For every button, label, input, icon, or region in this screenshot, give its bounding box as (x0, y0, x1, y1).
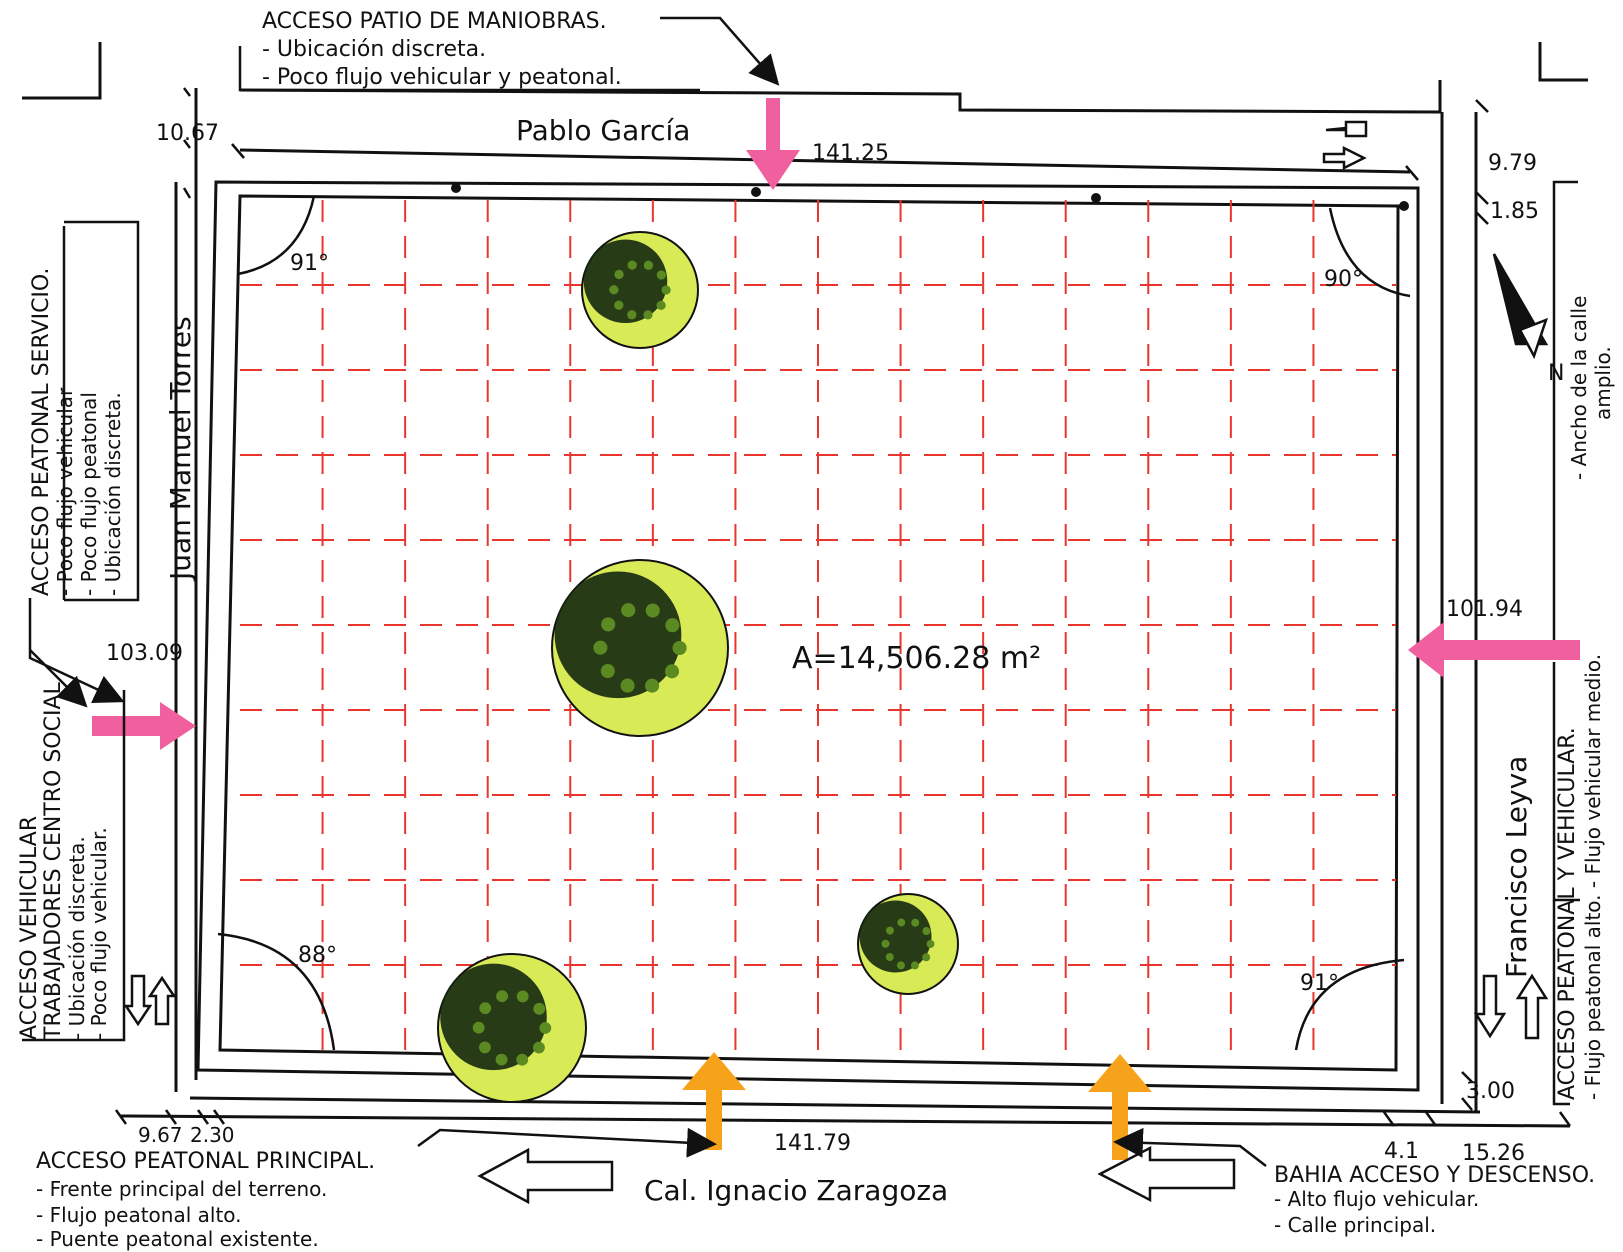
corner-angle-arcs (217, 195, 1411, 1051)
angle-ne: 90° (1324, 267, 1363, 292)
north-arrow-icon (1492, 253, 1549, 360)
note-bahia-line: - Calle principal. (1274, 1213, 1436, 1237)
access-arrows (92, 98, 1580, 750)
note-trabajadores-title: TRABAJADORES CENTRO SOCIAL (41, 681, 66, 1041)
street-north: Pablo García (516, 114, 690, 147)
note-trabajadores-line: - Ubicación discreta. (65, 836, 89, 1040)
dim-south-setback: 3.00 (1466, 1079, 1515, 1104)
dim-north-length: 141.25 (812, 141, 889, 166)
angle-se: 91° (1300, 971, 1339, 996)
east-access-arrow (1408, 622, 1580, 678)
leader-lines (22, 16, 1580, 1167)
west-access-arrow (92, 702, 196, 750)
arrow-right-icon (1322, 145, 1367, 171)
note-principal-line: - Flujo peatonal alto. (36, 1203, 242, 1227)
angle-nw: 91° (290, 251, 329, 276)
tree-icon (437, 953, 587, 1103)
note-bahia-line: - Alto flujo vehicular. (1274, 1187, 1479, 1211)
dim-north-setback-east: 1.85 (1490, 199, 1539, 224)
south-big-arrow-left-icon (1097, 1145, 1236, 1203)
dim-north-sidewalk-east: 9.79 (1488, 151, 1537, 176)
north-arrow-label: N (1548, 361, 1564, 386)
grid-lines (240, 200, 1396, 1050)
main-access-arrow (682, 1052, 746, 1150)
arrow-down-icon (123, 974, 153, 1027)
north-access-arrow (746, 98, 800, 190)
note-maniobras-line: - Poco flujo vehicular y peatonal. (262, 65, 622, 90)
boundary-nodes (451, 183, 1409, 211)
trees (437, 231, 959, 1103)
note-street-width-line: amplio. (1591, 346, 1615, 420)
arrow-up-icon (1515, 973, 1549, 1040)
tree-icon (581, 231, 699, 349)
note-servicio-line: - Poco flujo vehicular (53, 387, 77, 596)
corner-marks (22, 42, 1588, 100)
note-street-width-line: - Ancho de la calle (1567, 296, 1591, 480)
angle-sw: 88° (298, 943, 337, 968)
note-maniobras-line: - Ubicación discreta. (262, 37, 486, 62)
site-area: A=14,506.28 m² (792, 641, 1041, 676)
note-servicio-line: - Poco flujo peatonal (77, 392, 101, 596)
street-edges (119, 80, 1571, 1128)
note-maniobras-title: ACCESO PATIO DE MANIOBRAS. (262, 9, 607, 34)
note-trabajadores-line: - Poco flujo vehicular. (87, 827, 111, 1040)
arrow-up-icon (147, 975, 177, 1026)
dim-south-length: 141.79 (774, 1131, 851, 1156)
bay-access-arrow (1088, 1054, 1152, 1160)
note-east-access-line: - Flujo peatonal alto. - Flujo vehicular… (1581, 654, 1605, 1100)
street-west: Juan Manuel Torres (164, 316, 197, 582)
note-principal-line: - Puente peatonal existente. (36, 1227, 319, 1251)
note-servicio-title: ACCESO PEATONAL SERVICIO. (29, 268, 54, 596)
note-principal-line: - Frente principal del terreno. (36, 1177, 327, 1201)
traffic-arrows (123, 120, 1549, 1205)
note-east-access-title: ACCESO PEATONAL Y VEHICULAR. (1555, 727, 1580, 1100)
south-big-arrow-left-icon (477, 1147, 614, 1205)
dim-west-street-width: 9.67 (138, 1123, 183, 1147)
arrow-down-icon (1473, 974, 1507, 1039)
site-boundary (196, 180, 1420, 1092)
dim-west-length: 103.09 (106, 641, 183, 666)
tree-icon (857, 893, 959, 995)
street-east: Francisco Leyva (1500, 756, 1533, 978)
note-servicio-line: - Ubicación discreta. (101, 392, 125, 596)
note-trabajadores-title: ACCESO VEHICULAR (17, 816, 42, 1040)
dim-north-street-width: 10.67 (156, 121, 219, 146)
dim-east-street-width: 15.26 (1462, 1141, 1525, 1166)
note-bahia-title: BAHIA ACCESO Y DESCENSO. (1274, 1163, 1595, 1188)
dim-west-setback: 2.30 (190, 1123, 235, 1147)
dimension-ticks (114, 87, 1572, 1127)
arrow-left-icon (1325, 120, 1368, 138)
dim-south-sidewalk: 4.1 (1384, 1139, 1419, 1164)
note-principal-title: ACCESO PEATONAL PRINCIPAL. (36, 1149, 375, 1174)
tree-icon (551, 559, 729, 737)
street-south: Cal. Ignacio Zaragoza (644, 1174, 948, 1207)
dim-east-length: 101.94 (1446, 597, 1523, 622)
vehicle-arrows (682, 1052, 1152, 1160)
